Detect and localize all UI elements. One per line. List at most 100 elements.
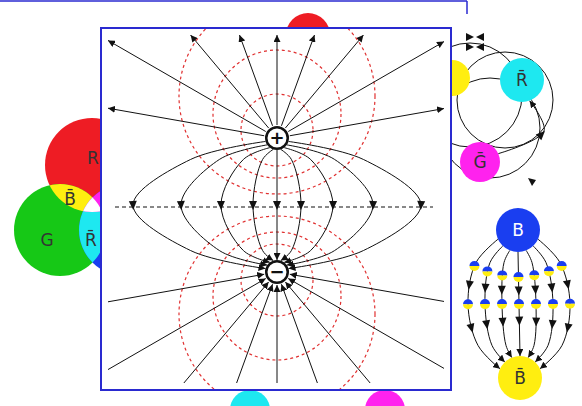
gluon-dot bbox=[548, 299, 558, 309]
gluon-dot bbox=[544, 266, 554, 276]
venn-region-label: R̄ bbox=[83, 231, 99, 250]
field-arrowhead bbox=[177, 201, 185, 210]
field-line-connector bbox=[221, 148, 270, 263]
field-arrowhead bbox=[129, 201, 137, 210]
color-charge-circle: R̄ bbox=[500, 58, 544, 102]
charge-symbol: − bbox=[265, 260, 289, 284]
field-arrowhead bbox=[369, 201, 377, 210]
field-arrowhead bbox=[498, 286, 506, 295]
color-circle bbox=[365, 390, 405, 406]
node-text: B̄ bbox=[64, 191, 76, 208]
field-arrowhead bbox=[329, 201, 337, 210]
node-text: G bbox=[40, 232, 53, 249]
field-line-connector bbox=[181, 145, 267, 265]
node-text: B bbox=[512, 222, 524, 239]
gluon-dot bbox=[557, 261, 567, 271]
frame-line bbox=[466, 1, 468, 14]
venn-region-label: G bbox=[38, 231, 55, 250]
field-line bbox=[184, 282, 269, 383]
field-line bbox=[288, 42, 444, 132]
field-arrowhead bbox=[548, 320, 557, 330]
field-line-connector bbox=[284, 148, 333, 263]
node-circle bbox=[498, 356, 542, 400]
field-arrowhead bbox=[482, 320, 491, 330]
field-arrowhead bbox=[515, 286, 523, 295]
node-circle bbox=[496, 208, 540, 252]
field-line bbox=[290, 274, 444, 301]
color-charge-circle: B̄ bbox=[498, 356, 542, 400]
venn-region-label: R bbox=[85, 149, 101, 168]
gluon-dot bbox=[497, 299, 507, 309]
field-arrowhead bbox=[563, 323, 573, 333]
gluon-dot bbox=[497, 270, 507, 280]
frame-line bbox=[0, 0, 467, 2]
node-text: B̄ bbox=[514, 370, 526, 387]
gluon-dot bbox=[463, 299, 473, 309]
field-line bbox=[277, 35, 278, 125]
field-arrowhead bbox=[531, 285, 539, 294]
field-lines bbox=[108, 35, 444, 383]
field-line-connector bbox=[253, 149, 273, 260]
field-line-connector bbox=[498, 101, 544, 154]
color-charge-circle: Ḡ bbox=[460, 142, 500, 182]
field-line bbox=[108, 279, 266, 370]
node-text: − bbox=[269, 263, 284, 281]
node-text: Ḡ bbox=[473, 154, 486, 171]
field-arrowhead bbox=[417, 201, 425, 210]
field-arrowhead bbox=[297, 201, 305, 210]
equipotential-lines bbox=[179, 29, 375, 389]
dipole-panel bbox=[101, 28, 451, 390]
node-text: R̄ bbox=[85, 232, 97, 249]
node-circle bbox=[266, 127, 288, 149]
field-arrowhead bbox=[465, 280, 474, 290]
gluon-dot bbox=[513, 272, 523, 282]
node-circle bbox=[460, 142, 500, 182]
venn-region-label: B̄ bbox=[62, 190, 78, 209]
field-arrowhead bbox=[273, 201, 281, 210]
field-arrowhead bbox=[481, 283, 490, 292]
gluon-dot bbox=[531, 299, 541, 309]
charge-symbol: + bbox=[265, 126, 289, 150]
field-arrowhead bbox=[249, 201, 257, 210]
field-arrowhead bbox=[547, 283, 556, 293]
node-text: R bbox=[87, 150, 99, 167]
field-line bbox=[290, 109, 444, 136]
field-line bbox=[281, 35, 314, 126]
field-line bbox=[281, 284, 317, 383]
color-circle bbox=[230, 390, 270, 406]
gluon-dot bbox=[565, 299, 575, 309]
field-arrowhead bbox=[563, 280, 573, 290]
gluon-dot bbox=[469, 261, 479, 271]
field-line bbox=[240, 35, 273, 126]
field-line bbox=[285, 35, 363, 128]
field-arrowhead bbox=[536, 128, 548, 140]
field-line bbox=[108, 108, 264, 136]
node-text: + bbox=[269, 129, 284, 147]
field-arrowhead bbox=[217, 201, 225, 210]
node-text: R̄ bbox=[516, 72, 528, 89]
node-circle bbox=[266, 261, 288, 283]
gluon-dot bbox=[529, 270, 539, 280]
symmetry-line bbox=[115, 207, 433, 208]
field-arrowhead bbox=[466, 323, 476, 334]
gluon-dot bbox=[480, 299, 490, 309]
gluon-dot bbox=[482, 266, 492, 276]
field-arrowhead bbox=[532, 318, 540, 327]
field-line-connector bbox=[133, 141, 266, 268]
color-charge-circle: B bbox=[496, 208, 540, 252]
gluon-dot bbox=[514, 299, 524, 309]
field-arrowhead bbox=[515, 317, 523, 326]
field-line bbox=[288, 279, 444, 369]
field-line-connector bbox=[281, 149, 301, 260]
field-line-connector bbox=[288, 141, 421, 268]
field-line bbox=[285, 282, 370, 383]
field-line bbox=[277, 285, 278, 383]
field-line-connector bbox=[287, 145, 373, 265]
field-line bbox=[108, 40, 266, 131]
field-arrowhead bbox=[499, 317, 508, 327]
field-line bbox=[108, 274, 264, 302]
node-circle bbox=[500, 58, 544, 102]
